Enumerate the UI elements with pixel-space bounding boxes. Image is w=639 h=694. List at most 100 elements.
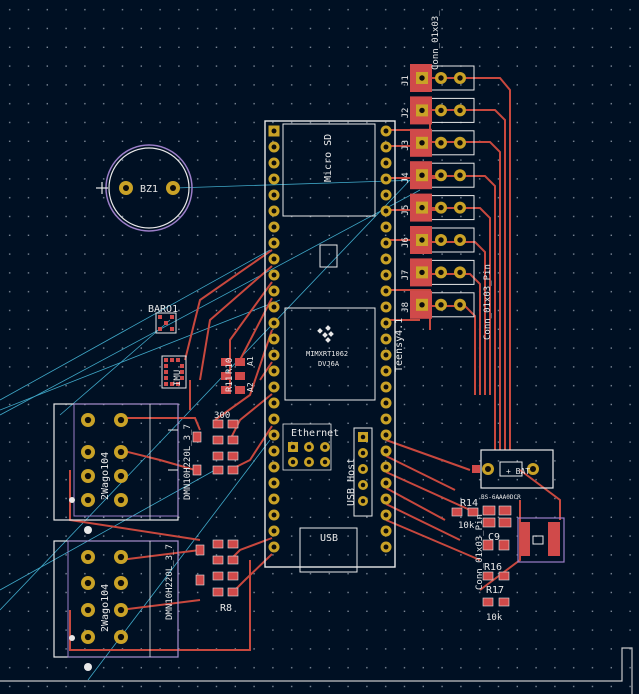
teensy-pin-left-3-drill [271,160,277,166]
teensy-pins[interactable] [268,125,392,553]
pin-headers[interactable] [410,64,475,319]
teensy-pin-left-15-drill [271,352,277,358]
teensy-pin-right-16-drill [383,368,389,374]
label-r300: 300 [214,411,230,421]
wago-1-pin-a2-drill [84,448,92,456]
label-10k-a: 10k [458,521,475,531]
label-r11: R11 [225,376,235,392]
smd-parts-right[interactable] [451,505,512,607]
teensy-pin-left-14-drill [271,336,277,342]
teensy-pin-right-4-drill [383,176,389,182]
wago-2-pin-a3-drill [84,606,92,614]
label-wago-bottom: 2Wago104 [100,584,111,632]
header-j2-pin-2-drill [438,107,444,114]
teensy-pin-left-24-drill [271,496,277,502]
label-conn-top-1: Conn_01x03_ [431,10,441,70]
label-a2: A2 [246,382,255,392]
wago-1-pin-b2-drill [117,448,125,456]
wago-1-pin-b3-drill [117,472,125,480]
battery-holder[interactable] [472,449,554,489]
header-j3-pin-1-drill [419,140,425,146]
label-wago-top: 2Wago104 [100,452,111,500]
teensy-pin-left-13-drill [271,320,277,326]
usb-host-pin-2-drill [360,450,366,456]
teensy-pin-left-4-drill [271,176,277,182]
diode-d1[interactable] [517,517,565,563]
ethernet-pin-4-drill [290,459,296,465]
header-j5-pin-2-drill [438,204,444,211]
header-j1-pin-3-drill [457,75,463,81]
teensy-pin-left-2-drill [271,144,277,150]
teensy-pin-right-6-drill [383,208,389,214]
teensy-pin-right-26-drill [383,528,389,534]
label-r16: R16 [484,562,502,573]
label-conn-top-2: Conn_01x03_Pin [483,264,493,340]
label-battery-ref: BS-6AAA0DCR [481,494,521,501]
teensy-pin-left-12-drill [271,304,277,310]
wago-2-pin-b1-drill [117,553,125,561]
teensy-pin-left-19-drill [271,416,277,422]
teensy-pin-right-1-drill [383,128,389,134]
label-micro-sd: Micro SD [323,134,334,182]
wago-pins[interactable] [81,413,128,644]
usb-host-outline [353,427,373,517]
teensy-pin-left-20-drill [271,432,277,438]
teensy-pin-left-10-drill [271,272,277,278]
silkscreen-labels: BZ1 BARO1 Ethernet USB MIMXRT1062 DVJ6A … [100,10,530,632]
usb-host-pins[interactable] [353,427,373,517]
teensy-footprint[interactable] [264,120,396,573]
teensy-pin-right-20-drill [383,432,389,438]
header-j8-pin-2-drill [438,302,444,308]
header-label-j6: J6 [401,237,411,248]
teensy-pin-left-23-drill [271,480,277,486]
teensy-pin-left-8-drill [271,240,277,246]
imu-chip[interactable] [161,355,187,389]
wago-2-pin-a1-drill [84,553,92,561]
label-baro: BARO1 [148,304,178,315]
header-j2-pin-1-drill [419,107,425,114]
wago-1-pin-a3-drill [84,472,92,480]
teensy-pin-left-7-drill [271,224,277,230]
resistors-r10-r11[interactable] [221,358,245,394]
teensy-pin-left-11-drill [271,288,277,294]
header-j3-pin-2-drill [438,140,444,146]
label-r10: R10 [225,358,235,374]
wago-2-pin-b2-drill [117,579,125,587]
ethernet-pin-1-drill [290,444,296,450]
teensy-pin-left-25-drill [271,512,277,518]
teensy-pin-left-17-drill [271,384,277,390]
teensy-pin-left-27-drill [271,544,277,550]
label-usb-host: USB Host [346,458,357,506]
ethernet-pins[interactable] [288,442,330,467]
teensy-pin-right-2-drill [383,144,389,150]
ethernet-pin-3-drill [322,444,328,450]
teensy-pin-left-6-drill [271,208,277,214]
baro-sensor[interactable] [155,312,177,334]
teensy-pin-left-21-drill [271,448,277,454]
wago-connector-bottom[interactable] [53,540,179,671]
ethernet-pin-5-drill [306,459,312,465]
teensy-pin-right-7-drill [383,224,389,230]
board-edge [0,647,633,694]
header-j6-pin-1-drill [419,237,425,243]
label-conn-bottom: Conn_01x03_Pin [475,514,485,590]
teensy-pin-left-22-drill [271,464,277,470]
header-label-j5: J5 [401,205,411,216]
wago-connector-top[interactable] [53,403,179,534]
label-r17: R17 [486,585,504,596]
header-j8-pin-3-drill [457,302,463,308]
mosfet-cluster-top[interactable] [192,419,239,476]
teensy-pin-right-19-drill [383,416,389,422]
teensy-pin-left-1-drill [271,128,277,134]
header-label-j1: J1 [401,75,411,86]
label-r14: R14 [460,498,478,509]
teensy-pin-right-27-drill [383,544,389,550]
header-label-j8: J8 [401,302,411,313]
teensy-pin-right-23-drill [383,480,389,486]
teensy-pin-right-25-drill [383,512,389,518]
label-dvj6a: DVJ6A [318,360,340,368]
mosfet-cluster-bottom[interactable] [195,539,239,597]
buzzer-bz1[interactable] [96,144,193,232]
ethernet-pin-6-drill [322,459,328,465]
